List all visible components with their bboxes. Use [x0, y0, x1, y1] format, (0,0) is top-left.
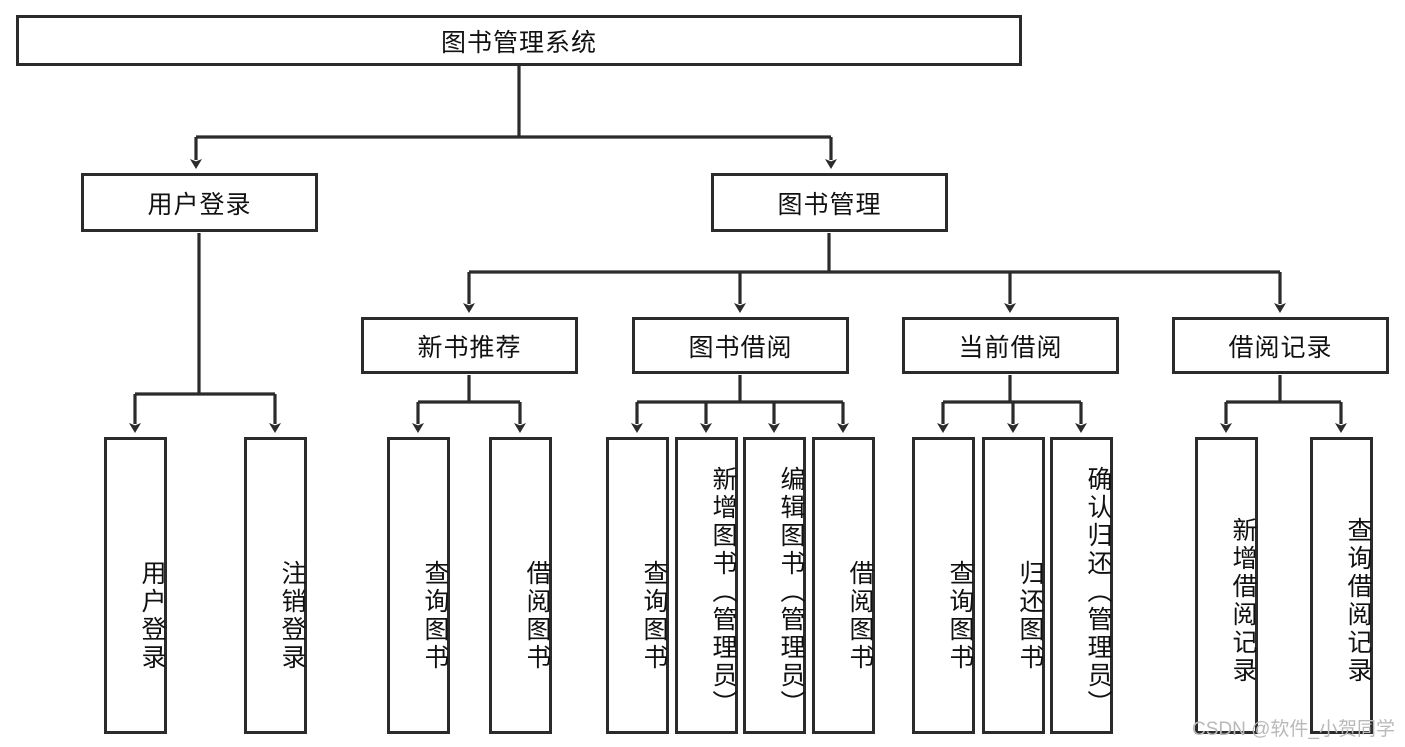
node-leaf-add-record[interactable]: 新增借阅记录: [1195, 437, 1258, 734]
node-leaf-logout-login[interactable]: 注销登录: [244, 437, 307, 734]
node-leaf-query-book-1[interactable]: 查询图书: [387, 437, 450, 734]
node-label: 新增借阅记录: [1229, 516, 1257, 685]
node-label: 查询图书: [640, 559, 668, 672]
node-label: 用户登录: [147, 190, 252, 219]
node-current-borrow[interactable]: 当前借阅: [902, 317, 1119, 374]
node-label: 图书借阅: [688, 333, 793, 362]
node-leaf-edit-book[interactable]: 编辑图书（管理员）: [743, 437, 806, 734]
node-label: 图书管理系统: [440, 28, 597, 57]
node-label: 用户登录: [138, 559, 166, 672]
node-leaf-query-book-2[interactable]: 查询图书: [606, 437, 669, 734]
node-leaf-query-record[interactable]: 查询借阅记录: [1310, 437, 1373, 734]
node-leaf-borrow-book-2[interactable]: 借阅图书: [812, 437, 875, 734]
node-user-login[interactable]: 用户登录: [81, 173, 318, 232]
node-label: 借阅图书: [523, 559, 551, 672]
node-root-system[interactable]: 图书管理系统: [16, 15, 1022, 66]
node-leaf-add-book[interactable]: 新增图书（管理员）: [675, 437, 738, 734]
node-book-management[interactable]: 图书管理: [711, 173, 948, 232]
node-label: 注销登录: [278, 559, 306, 672]
node-new-book-recommend[interactable]: 新书推荐: [361, 317, 578, 374]
node-label: 新书推荐: [417, 333, 522, 362]
node-label: 查询借阅记录: [1344, 516, 1372, 685]
node-label: 新增图书（管理员）: [709, 465, 737, 718]
node-book-borrow[interactable]: 图书借阅: [632, 317, 849, 374]
node-leaf-query-book-3[interactable]: 查询图书: [912, 437, 975, 734]
node-label: 查询图书: [421, 559, 449, 672]
node-label: 编辑图书（管理员）: [777, 465, 805, 718]
node-label: 查询图书: [946, 559, 974, 672]
csdn-watermark: CSDN @软件_小贺同学: [1192, 719, 1395, 740]
node-borrow-record[interactable]: 借阅记录: [1172, 317, 1389, 374]
node-label: 借阅记录: [1228, 333, 1333, 362]
node-label: 归还图书: [1016, 559, 1044, 672]
node-label: 借阅图书: [846, 559, 874, 672]
node-label: 当前借阅: [958, 333, 1063, 362]
node-label: 图书管理: [777, 190, 882, 219]
node-leaf-user-login[interactable]: 用户登录: [104, 437, 167, 734]
node-leaf-borrow-book-1[interactable]: 借阅图书: [489, 437, 552, 734]
node-label: 确认归还（管理员）: [1084, 465, 1112, 718]
node-leaf-confirm-return[interactable]: 确认归还（管理员）: [1050, 437, 1113, 734]
node-leaf-return-book[interactable]: 归还图书: [982, 437, 1045, 734]
